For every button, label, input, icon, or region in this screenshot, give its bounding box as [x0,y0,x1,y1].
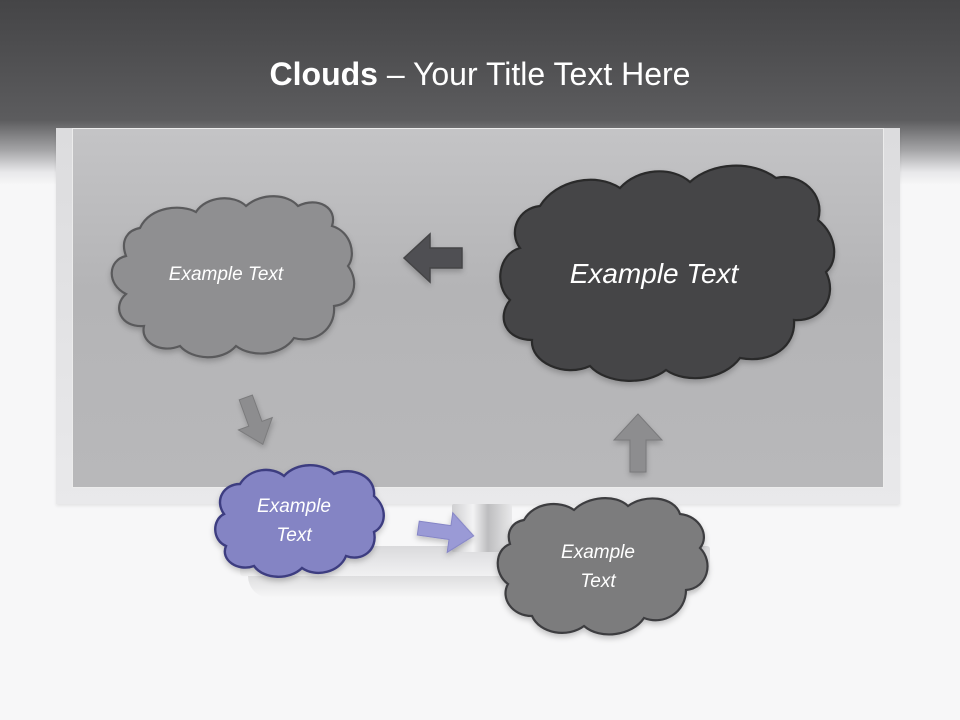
page-title: Clouds – Your Title Text Here [0,52,960,96]
title-dash: – [377,56,413,92]
cloud-bottom-right-line1: Example [561,542,635,563]
cloud-bottom-right-label: Example Text [538,538,658,596]
arrow-up-icon [612,413,664,473]
cloud-bottom-left-label: Example Text [234,492,354,550]
cloud-bottom-left-line1: Example [257,496,331,517]
arrow-left-icon [402,232,463,284]
cloud-top-left [110,195,356,359]
cloud-top-left-text: Example Text [168,264,284,285]
title-bold: Clouds [269,56,378,92]
arrow-down-icon [237,394,274,446]
cloud-bottom-right-line2: Text [580,571,616,592]
arrow-right-icon [416,511,475,554]
cloud-bottom-left [214,464,385,578]
cloud-top-right-label: Example Text [540,256,768,292]
cloud-top-left-label: Example Text [140,262,312,288]
cloud-bottom-right [496,497,709,636]
title-rest: Your Title Text Here [412,56,691,92]
cloud-bottom-left-line2: Text [276,525,312,546]
cloud-top-right [499,164,836,382]
cloud-top-right-text: Example Text [569,258,739,289]
